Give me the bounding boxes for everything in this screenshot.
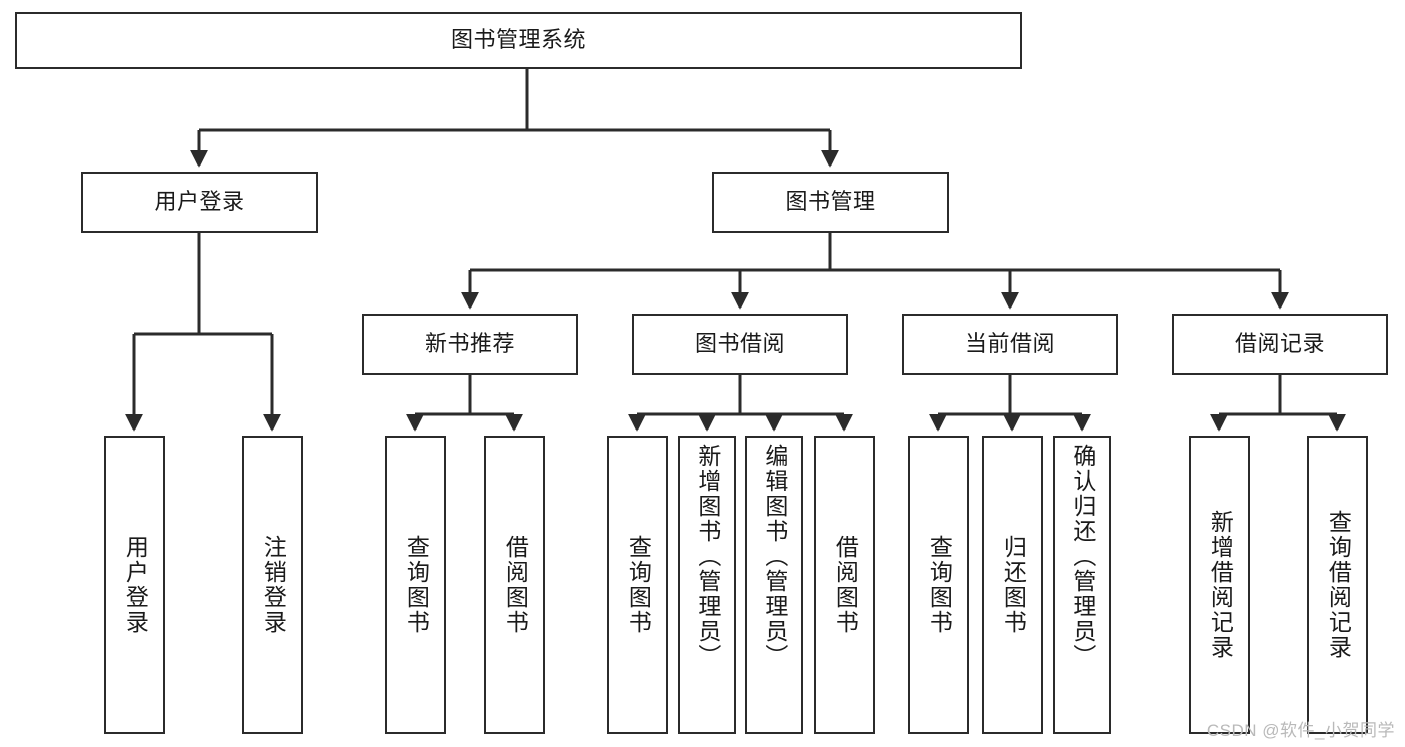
node-book-borrow-label: 图书借阅 (694, 331, 785, 357)
leaf-add-borrow-record[interactable]: 新增借阅记录 (1189, 436, 1250, 734)
leaf-query-books-current[interactable]: 查询图书 (908, 436, 969, 734)
node-new-book-recommend[interactable]: 新书推荐 (362, 314, 578, 375)
node-current-borrow[interactable]: 当前借阅 (902, 314, 1118, 375)
leaf-user-login-label: 用户登录 (122, 535, 149, 635)
leaf-query-books-recommend-label: 查询图书 (403, 535, 430, 635)
node-root-label: 图书管理系统 (450, 27, 586, 53)
node-borrow-records[interactable]: 借阅记录 (1172, 314, 1388, 375)
leaf-user-login[interactable]: 用户登录 (104, 436, 165, 734)
leaf-query-books-borrow-label: 查询图书 (625, 535, 652, 635)
leaf-add-book-admin[interactable]: 新增图书（管理员） (678, 436, 736, 734)
node-borrow-records-label: 借阅记录 (1234, 331, 1325, 357)
node-book-management-label: 图书管理 (785, 189, 876, 215)
leaf-logout-label: 注销登录 (260, 535, 287, 635)
leaf-borrow-books[interactable]: 借阅图书 (814, 436, 875, 734)
leaf-edit-book-admin-label: 编辑图书（管理员） (761, 444, 788, 669)
leaf-confirm-return-admin[interactable]: 确认归还（管理员） (1053, 436, 1111, 734)
node-user-login-label: 用户登录 (154, 189, 245, 215)
leaf-borrow-books-label: 借阅图书 (832, 535, 859, 635)
leaf-logout[interactable]: 注销登录 (242, 436, 303, 734)
watermark: CSDN @软件_小贺同学 (1206, 721, 1395, 740)
leaf-add-book-admin-label: 新增图书（管理员） (694, 444, 721, 669)
leaf-query-borrow-record[interactable]: 查询借阅记录 (1307, 436, 1368, 734)
leaf-add-borrow-record-label: 新增借阅记录 (1207, 510, 1234, 660)
leaf-return-books[interactable]: 归还图书 (982, 436, 1043, 734)
node-book-borrow[interactable]: 图书借阅 (632, 314, 848, 375)
leaf-query-books-recommend[interactable]: 查询图书 (385, 436, 446, 734)
leaf-return-books-label: 归还图书 (1000, 535, 1027, 635)
leaf-borrow-books-recommend[interactable]: 借阅图书 (484, 436, 545, 734)
leaf-confirm-return-admin-label: 确认归还（管理员） (1069, 444, 1096, 669)
node-book-management[interactable]: 图书管理 (712, 172, 949, 233)
node-current-borrow-label: 当前借阅 (964, 331, 1055, 357)
node-root[interactable]: 图书管理系统 (15, 12, 1022, 69)
node-user-login[interactable]: 用户登录 (81, 172, 318, 233)
node-new-book-recommend-label: 新书推荐 (424, 331, 515, 357)
leaf-edit-book-admin[interactable]: 编辑图书（管理员） (745, 436, 803, 734)
leaf-query-borrow-record-label: 查询借阅记录 (1325, 510, 1352, 660)
leaf-query-books-borrow[interactable]: 查询图书 (607, 436, 668, 734)
leaf-query-books-current-label: 查询图书 (926, 535, 953, 635)
leaf-borrow-books-recommend-label: 借阅图书 (502, 535, 529, 635)
